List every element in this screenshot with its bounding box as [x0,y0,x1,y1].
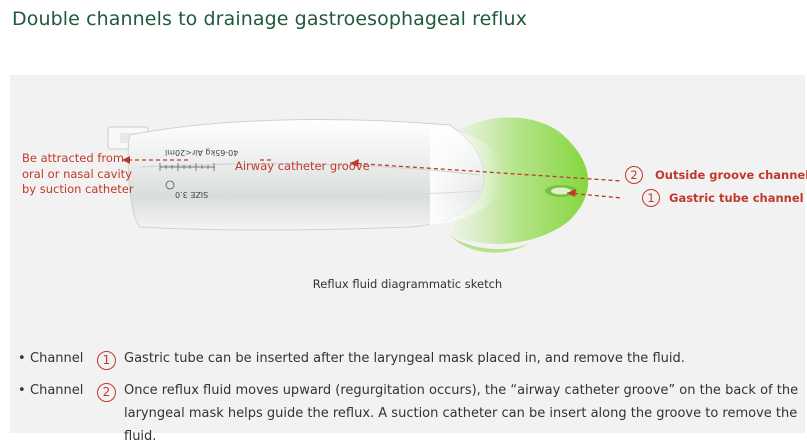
page-title: Double channels to drainage gastroesopha… [12,8,528,30]
laryngeal-mask-illustration [107,117,623,253]
channel-1-badge: 1 [97,351,116,370]
bullet-icon: • [18,351,26,366]
outside-groove-label: Outside groove channel [655,168,807,182]
tube-print-size: SIZE 3.0 [175,190,209,199]
tube-print-weight: 40-65kg Air<20ml [165,148,239,157]
figure-caption: Reflux fluid diagrammatic sketch [312,277,503,291]
note-text: Once reflux fluid moves upward (regurgit… [124,383,799,444]
channel-1-marker: 1 [642,189,660,207]
channel-2-marker: 2 [625,166,643,184]
airway-groove-label: Airway catheter groove [235,159,370,173]
gastric-tube-label: Gastric tube channel [669,191,804,205]
note-text: Gastric tube can be inserted after the l… [124,351,685,366]
suction-note: Be attracted from oral or nasal cavity b… [22,151,134,196]
diagram-panel: Be attracted from oral or nasal cavity b… [10,75,807,307]
notes-panel: • Channel 1 Gastric tube can be inserted… [10,307,805,444]
channel-2-badge: 2 [97,383,116,402]
note-label: Channel [30,351,84,366]
bullet-icon: • [18,383,26,398]
note-label: Channel [30,383,84,398]
